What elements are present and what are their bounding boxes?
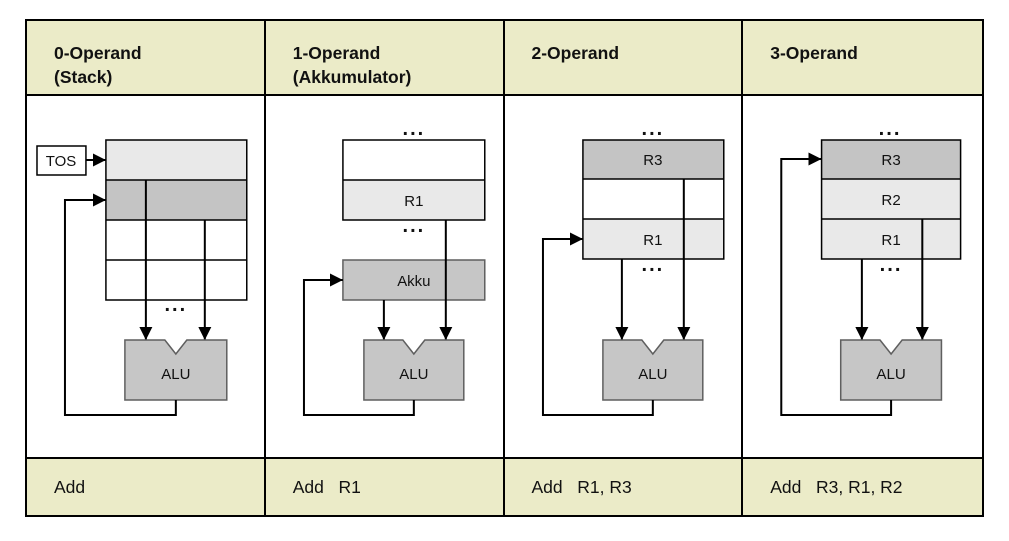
ellipsis-bottom: ... [880, 254, 903, 276]
diagram-cell-0-operand: TOS ... ALU [27, 96, 266, 457]
column-header-2-operand: 2-Operand [504, 21, 744, 96]
result-feedback-arrow [63, 193, 177, 416]
diagram-0-operand-stack: TOS ... ALU [36, 139, 248, 416]
ellipsis-top: ... [402, 118, 425, 140]
header-line1: 3-Operand [770, 43, 858, 63]
register-label-r1: R1 [882, 232, 901, 249]
header-line1: 1-Operand [292, 43, 381, 63]
register-cell-r1 [821, 219, 961, 259]
alu-shape [840, 339, 943, 401]
register-label-r3: R3 [643, 152, 662, 169]
header-line1: 0-Operand [54, 43, 142, 63]
register-cell-r3 [582, 140, 724, 179]
alu-label: ALU [399, 366, 428, 383]
register-label-r2: R2 [882, 192, 901, 209]
stack-cell-4 [105, 260, 247, 300]
instruction-example-2-operand: Add R1, R3 [504, 457, 744, 515]
instruction-text: Add R3, R1, R2 [770, 476, 903, 497]
alu-label: ALU [638, 366, 667, 383]
column-header-3-operand: 3-Operand [743, 21, 982, 96]
register-cell-blank [582, 179, 724, 219]
instruction-text: Add [54, 476, 86, 497]
instruction-text: Add R1, R3 [531, 476, 632, 497]
alu-shape [362, 339, 465, 401]
alu-shape [124, 339, 228, 401]
instruction-example-0-operand: Add [27, 457, 266, 515]
column-header-0-operand: 0-Operand (Stack) [27, 21, 266, 96]
register-label-r1: R1 [643, 232, 662, 249]
header-line2: (Akkumulator) [292, 67, 412, 87]
instruction-example-1-operand: Add R1 [265, 457, 505, 515]
diagram-1-operand-akkumulator: ... R1 ... Akku ALU [302, 118, 486, 416]
diagram-cell-2-operand: ... R3 R1 ... ALU [504, 96, 744, 457]
register-cell-r1 [342, 180, 485, 220]
diagram-3-operand: ... R3 R2 R1 ... ALU [780, 118, 962, 416]
result-feedback-arrow [302, 273, 415, 416]
ellipsis-top: ... [879, 118, 902, 140]
alu-label: ALU [877, 366, 906, 383]
register-outline [581, 139, 725, 260]
instruction-text: Add R1 [292, 476, 361, 497]
alu-label: ALU [161, 366, 190, 383]
stack-cell-tos [105, 140, 247, 180]
register-label-r1: R1 [404, 193, 423, 210]
diagram-cell-3-operand: ... R3 R2 R1 ... ALU [743, 96, 982, 457]
result-feedback-arrow [541, 232, 654, 416]
register-cell-blank [342, 140, 485, 180]
ellipsis-bottom: ... [641, 254, 664, 276]
akku-box [341, 259, 486, 301]
akku-label: Akku [397, 273, 430, 290]
register-cell-r1 [582, 219, 724, 259]
operand-architectures-table: 0-Operand(Stack) 1-Operand(Akkumulator) … [25, 19, 984, 517]
column-header-1-operand: 1-Operand (Akkumulator) [265, 21, 505, 96]
header-line1: 2-Operand [531, 43, 620, 63]
result-feedback-arrow [780, 152, 893, 416]
register-outline [341, 139, 486, 221]
register-cell-r3 [821, 140, 961, 179]
ellipsis-bottom: ... [165, 294, 188, 316]
diagram-cell-1-operand: ... R1 ... Akku ALU [265, 96, 505, 457]
alu-shape [601, 339, 704, 401]
register-cell-r2 [821, 179, 961, 219]
diagram-2-operand: ... R3 R1 ... ALU [541, 118, 725, 416]
header-line2: (Stack) [54, 67, 113, 87]
ellipsis-middle: ... [402, 215, 425, 237]
stack-outline [105, 139, 248, 301]
stack-cell-second [105, 180, 247, 220]
register-label-r3: R3 [882, 152, 901, 169]
register-outline [821, 139, 962, 260]
instruction-example-3-operand: Add R3, R1, R2 [743, 457, 982, 515]
ellipsis-top: ... [641, 118, 664, 140]
stack-cell-3 [105, 220, 247, 260]
tos-label: TOS [46, 153, 77, 170]
